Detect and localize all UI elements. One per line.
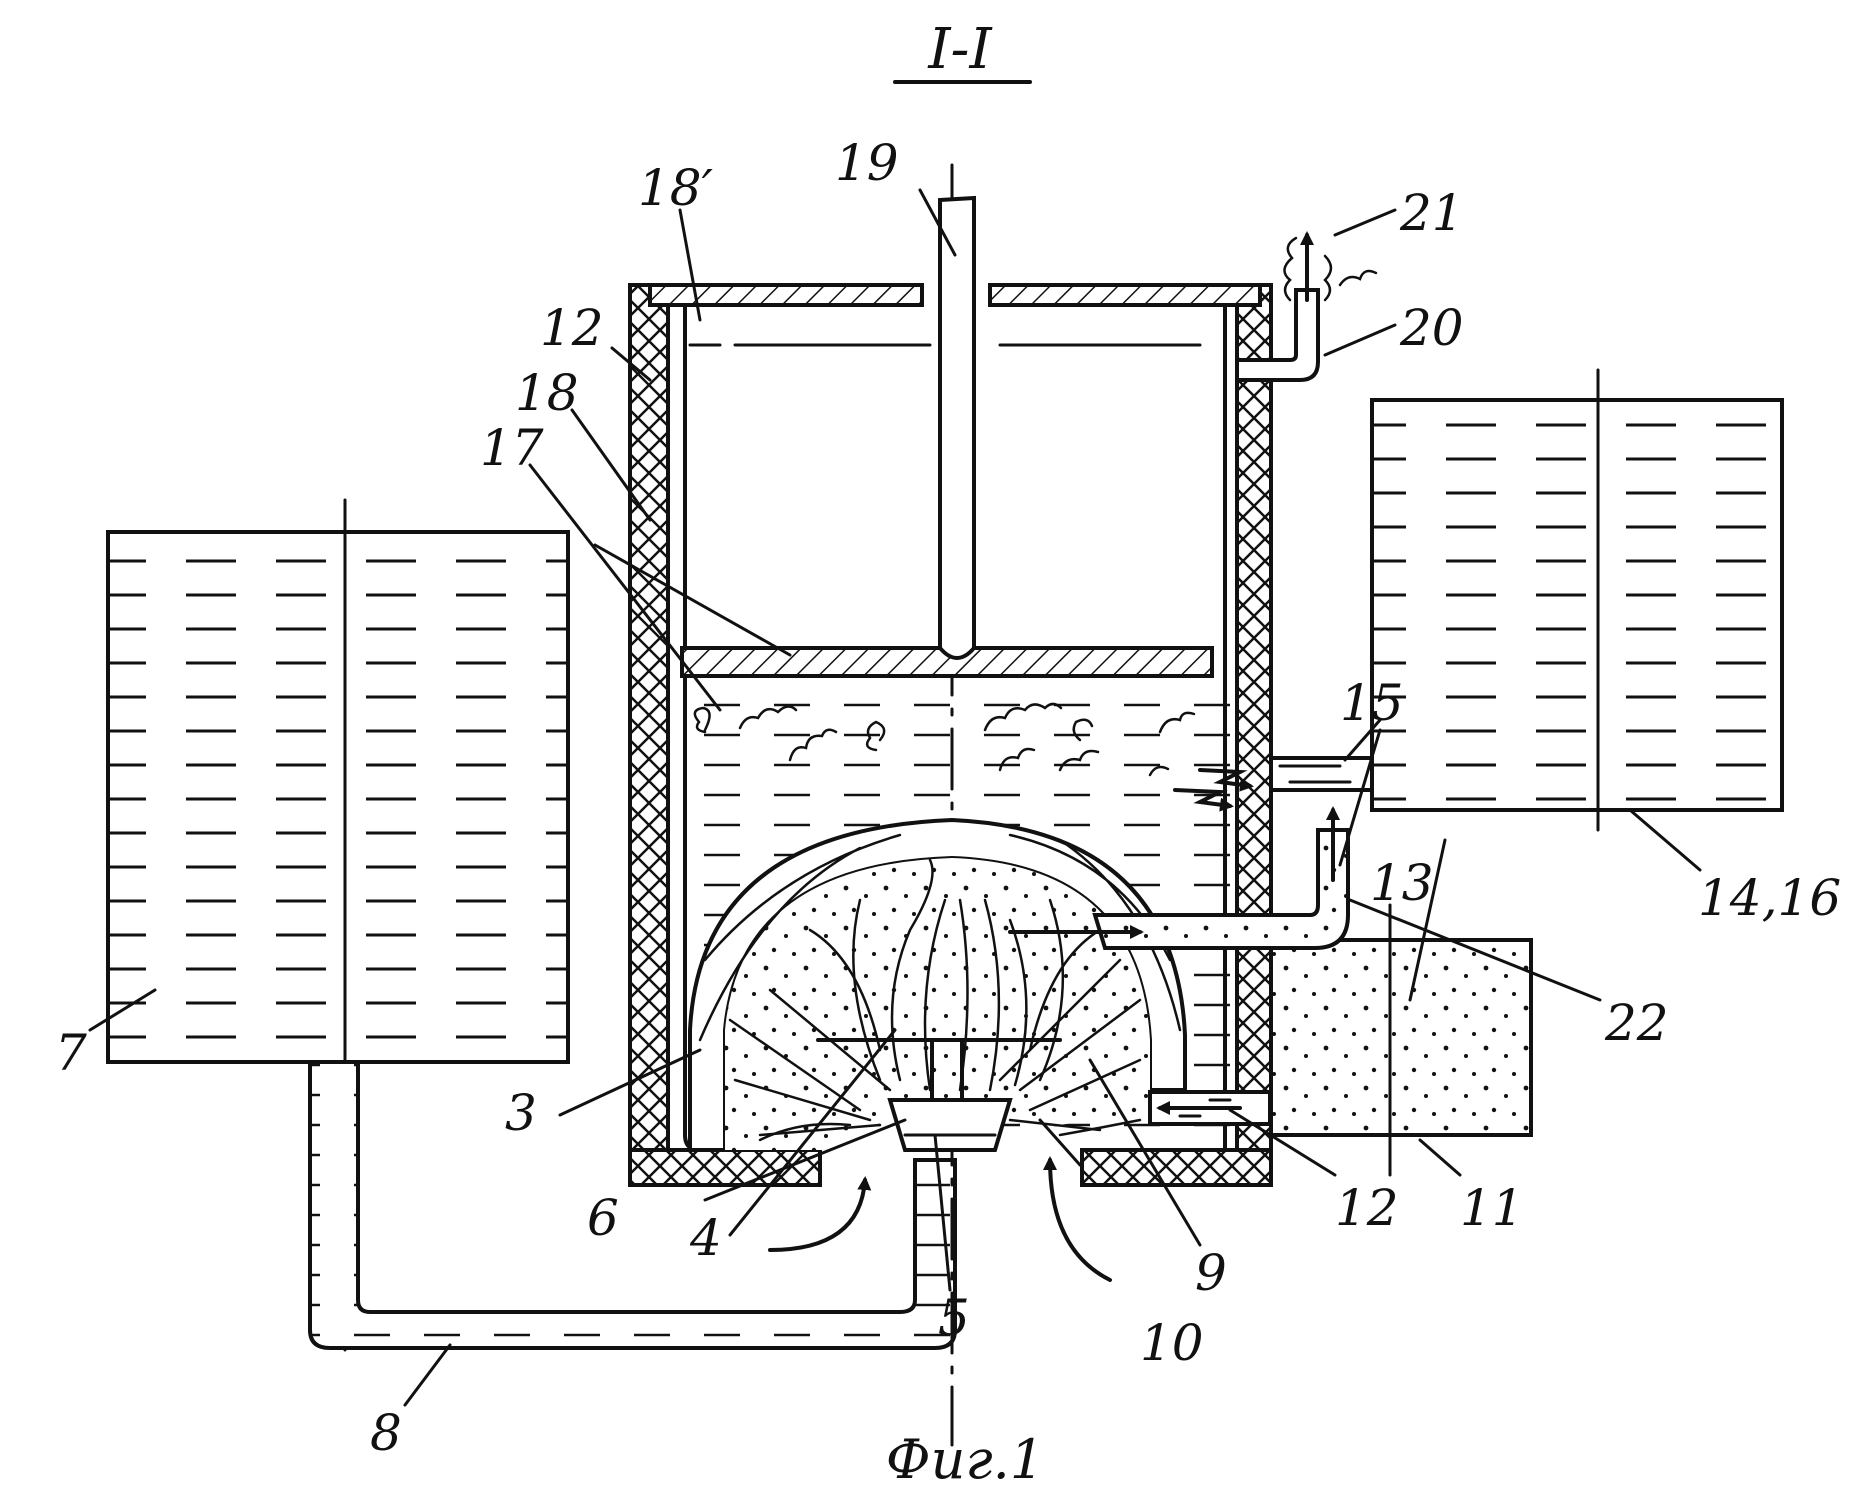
label-10: 10 — [1140, 1314, 1204, 1372]
label-11: 11 — [1460, 1179, 1524, 1237]
vessel-wall-right — [1237, 285, 1271, 1185]
label-19: 19 — [835, 134, 899, 192]
lid-left — [650, 285, 922, 305]
label-6: 6 — [587, 1189, 619, 1247]
air-arrow-4 — [770, 1180, 865, 1250]
label-5: 5 — [938, 1289, 970, 1347]
feeder-9 — [1150, 1092, 1270, 1124]
label-17: 17 — [480, 419, 544, 477]
label-12-bottom: 12 — [1335, 1179, 1399, 1237]
label-21: 21 — [1399, 184, 1464, 242]
label-7: 7 — [55, 1024, 87, 1082]
vessel-wall-left — [630, 285, 668, 1185]
label-15: 15 — [1340, 674, 1404, 732]
label-4: 4 — [689, 1209, 722, 1267]
lid-right — [990, 285, 1260, 305]
section-title: I-I — [895, 17, 1030, 82]
section-label: I-I — [927, 17, 993, 82]
label-9: 9 — [1195, 1244, 1227, 1302]
label-14-16: 14,16 — [1698, 869, 1841, 927]
figure-caption: Фиг.1 — [886, 1428, 1044, 1488]
vessel-bottom-right — [1082, 1150, 1271, 1185]
label-3: 3 — [505, 1084, 537, 1142]
label-13: 13 — [1370, 854, 1434, 912]
label-12-top: 12 — [540, 299, 604, 357]
label-22: 22 — [1604, 994, 1669, 1052]
label-8: 8 — [370, 1404, 402, 1462]
label-20: 20 — [1399, 299, 1464, 357]
rod-19 — [940, 198, 974, 658]
nozzle-5 — [890, 1100, 1010, 1150]
label-18-prime: 18′ — [638, 159, 714, 217]
vessel-bottom-left — [630, 1150, 820, 1185]
label-18: 18 — [515, 364, 579, 422]
tank-14-16 — [1372, 370, 1782, 830]
